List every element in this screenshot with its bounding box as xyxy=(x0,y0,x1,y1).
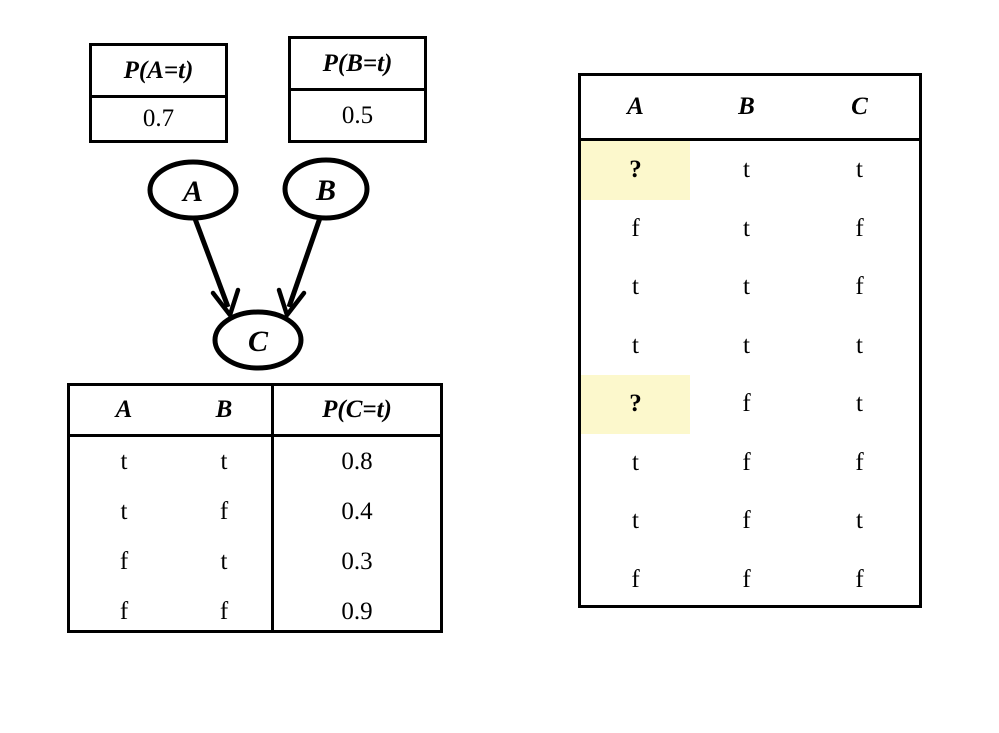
graph-node-c-label: C xyxy=(248,325,269,358)
cpt-column-divider xyxy=(271,386,274,630)
cpt-header-row: A B P(C=t) xyxy=(70,386,440,434)
prior-table-a: P(A=t) 0.7 xyxy=(89,43,228,143)
cpt-cell-p: 0.4 xyxy=(341,498,373,525)
cpt-table: A B P(C=t) t t 0.8 t f 0.4 f t 0.3 f f 0… xyxy=(67,383,443,633)
cpt-cell-a: t xyxy=(120,498,128,525)
cpt-cell-p: 0.3 xyxy=(341,548,373,575)
data-cell-a: t xyxy=(632,448,639,476)
cpt-header-b: B xyxy=(215,396,233,423)
data-cell-a: t xyxy=(632,273,639,301)
cpt-header-rule xyxy=(70,434,440,437)
table-row: t f t xyxy=(581,492,919,551)
cpt-cell-a: f xyxy=(119,598,129,625)
data-table-header-rule xyxy=(581,138,919,141)
data-cell-c: t xyxy=(856,390,863,418)
cpt-row: t t 0.8 xyxy=(70,437,440,487)
cpt-row: f f 0.9 xyxy=(70,587,440,637)
table-row: t f f xyxy=(581,434,919,493)
cpt-header-p: P(C=t) xyxy=(322,396,392,423)
data-header-b: B xyxy=(738,93,755,120)
data-cell-c: f xyxy=(855,448,864,476)
graph-node-b[interactable]: B xyxy=(282,157,370,221)
data-cell-b: t xyxy=(743,273,750,301)
cpt-cell-b: t xyxy=(220,448,228,475)
data-cell-a-missing[interactable]: ? xyxy=(581,141,690,200)
data-cell-b: f xyxy=(742,390,751,418)
cpt-cell-p: 0.8 xyxy=(341,448,373,475)
table-row: t t f xyxy=(581,258,919,317)
data-cell-b: t xyxy=(743,331,750,359)
graph-node-c[interactable]: C xyxy=(212,309,304,371)
prior-b-value: 0.5 xyxy=(341,101,374,129)
table-row: f t f xyxy=(581,200,919,259)
cpt-body: t t 0.8 t f 0.4 f t 0.3 f f 0.9 xyxy=(70,437,440,630)
observed-data-table: A B C ? t t f t f t t f t t t ? f t xyxy=(578,73,922,608)
data-table-body: ? t t f t f t t f t t t ? f t t f f xyxy=(581,141,919,605)
data-cell-a-missing[interactable]: ? xyxy=(581,375,690,434)
graph-node-a[interactable]: A xyxy=(147,159,239,221)
prior-a-value: 0.7 xyxy=(142,105,175,132)
data-cell-a: t xyxy=(632,507,639,535)
table-row: ? t t xyxy=(581,141,919,200)
prior-b-header: P(B=t) xyxy=(291,39,424,91)
data-cell-b: t xyxy=(743,214,750,242)
cpt-cell-b: t xyxy=(220,548,228,575)
cpt-cell-b: f xyxy=(219,598,229,625)
cpt-cell-p: 0.9 xyxy=(341,598,373,625)
data-cell-c: t xyxy=(856,156,863,184)
cpt-cell-b: f xyxy=(219,498,229,525)
graph-node-a-label: A xyxy=(181,175,203,208)
data-cell-b: f xyxy=(742,507,751,535)
data-cell-c: t xyxy=(856,331,863,359)
edge-a-to-c xyxy=(191,215,241,318)
edge-b-to-c xyxy=(276,214,324,318)
table-row: t t t xyxy=(581,317,919,376)
data-cell-a: f xyxy=(631,214,640,242)
data-cell-c: t xyxy=(856,507,863,535)
bayesian-network-graph: A B C xyxy=(147,157,370,371)
data-cell-c: f xyxy=(855,214,864,242)
cpt-row: t f 0.4 xyxy=(70,487,440,537)
cpt-cell-a: f xyxy=(119,548,129,575)
data-cell-c: f xyxy=(855,273,864,301)
data-cell-a: t xyxy=(632,331,639,359)
cpt-cell-a: t xyxy=(120,448,128,475)
data-header-a: A xyxy=(627,93,644,120)
data-header-c: C xyxy=(851,93,868,120)
data-cell-b: f xyxy=(742,565,751,593)
data-cell-c: f xyxy=(855,565,864,593)
table-row: f f f xyxy=(581,551,919,610)
data-cell-b: t xyxy=(743,156,750,184)
data-cell-b: f xyxy=(742,448,751,476)
data-table-header-row: A B C xyxy=(581,76,919,138)
graph-node-b-label: B xyxy=(315,174,336,207)
data-cell-a: f xyxy=(631,565,640,593)
cpt-row: f t 0.3 xyxy=(70,537,440,587)
prior-a-header: P(A=t) xyxy=(92,46,225,98)
table-row: ? f t xyxy=(581,375,919,434)
prior-table-b: P(B=t) 0.5 xyxy=(288,36,427,143)
cpt-header-a: A xyxy=(115,396,133,423)
